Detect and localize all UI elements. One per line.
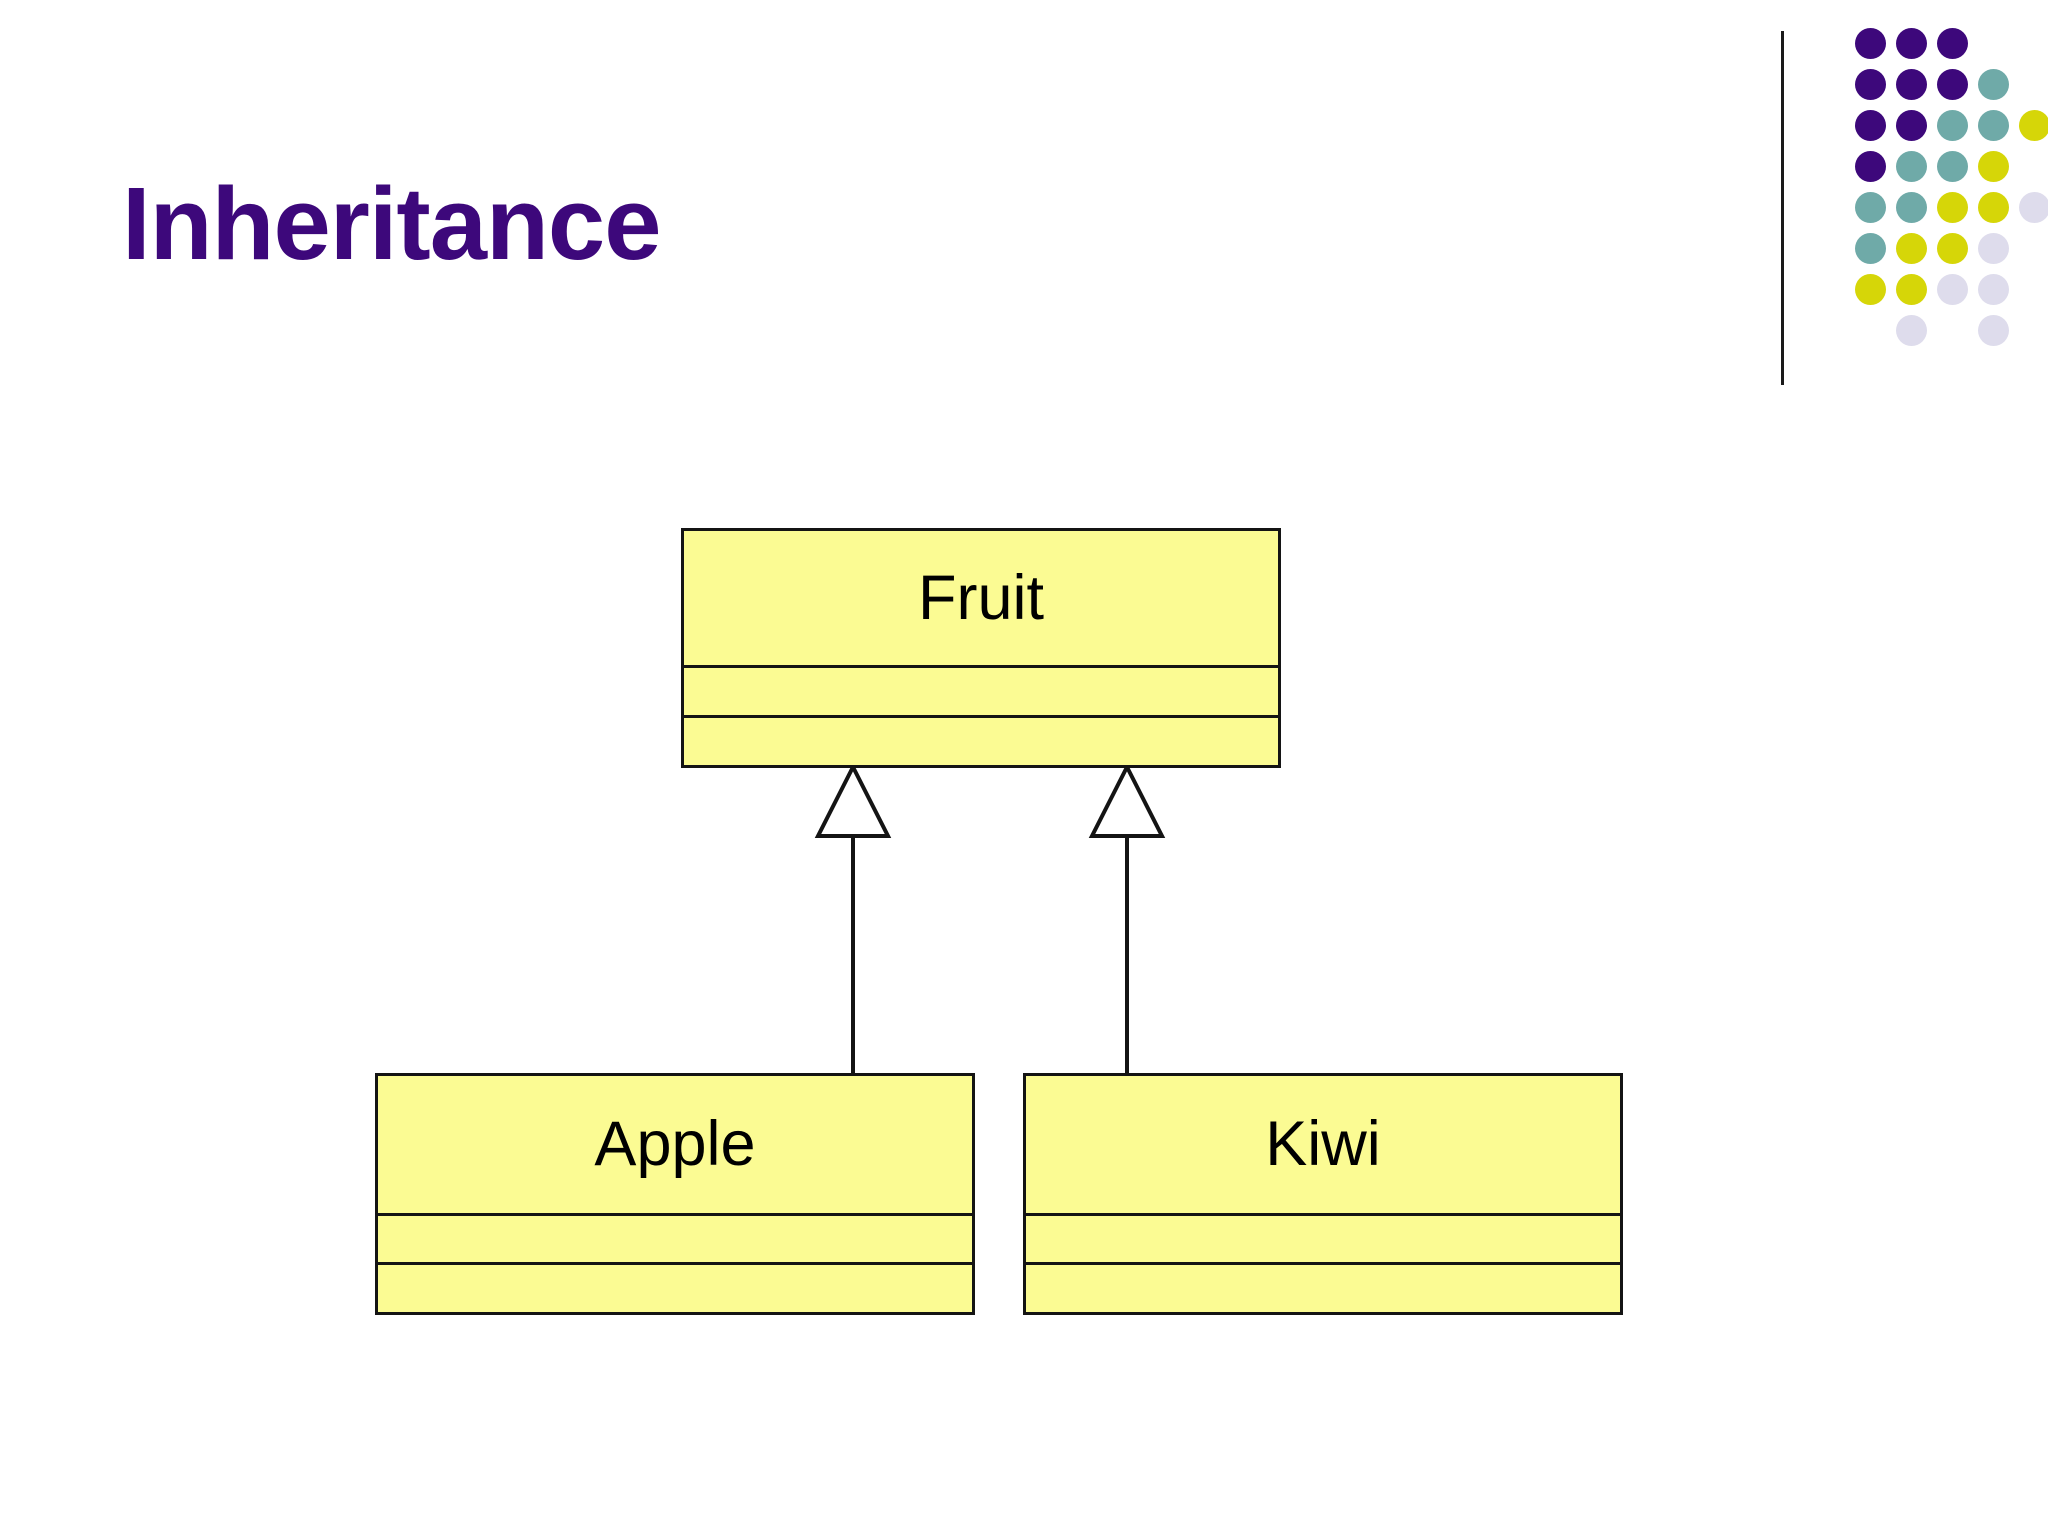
uml-name-compartment-fruit: Fruit bbox=[684, 531, 1278, 665]
logo-dot-teal bbox=[1855, 233, 1886, 264]
logo-dot-yellow bbox=[1855, 274, 1886, 305]
logo-dot-purple bbox=[1855, 69, 1886, 100]
generalization-edge-kiwi-fruit bbox=[1088, 762, 1166, 1073]
logo-dot-yellow bbox=[1978, 151, 2009, 182]
logo-dot-lavender bbox=[1978, 274, 2009, 305]
logo-dot-purple bbox=[1937, 69, 1968, 100]
logo-dot-yellow bbox=[1978, 192, 2009, 223]
logo-dot-lavender bbox=[2019, 192, 2048, 223]
logo-dot-lavender bbox=[1978, 315, 2009, 346]
logo-dot-purple bbox=[1896, 110, 1927, 141]
uml-operations-compartment-apple bbox=[378, 1262, 972, 1312]
logo-dot-teal bbox=[1937, 110, 1968, 141]
logo-dot-teal bbox=[1855, 192, 1886, 223]
logo-dot-purple bbox=[1855, 151, 1886, 182]
logo-dot-lavender bbox=[1896, 315, 1927, 346]
uml-name-compartment-apple: Apple bbox=[378, 1076, 972, 1213]
uml-attributes-compartment-apple bbox=[378, 1213, 972, 1262]
logo-divider-line bbox=[1781, 31, 1784, 385]
logo-dot-yellow bbox=[1937, 233, 1968, 264]
logo-dot-lavender bbox=[1978, 233, 2009, 264]
uml-attributes-compartment-kiwi bbox=[1026, 1213, 1620, 1262]
uml-class-kiwi[interactable]: Kiwi bbox=[1023, 1073, 1623, 1315]
logo-dot-yellow bbox=[2019, 110, 2048, 141]
generalization-edge-apple-fruit bbox=[814, 762, 892, 1073]
logo-dot-teal bbox=[1896, 192, 1927, 223]
uml-attributes-compartment-fruit bbox=[684, 665, 1278, 715]
logo-dot-teal bbox=[1896, 151, 1927, 182]
uml-class-name-kiwi: Kiwi bbox=[1265, 1109, 1381, 1179]
logo-dot-yellow bbox=[1896, 274, 1927, 305]
uml-operations-compartment-kiwi bbox=[1026, 1262, 1620, 1312]
dot-grid-logo bbox=[1855, 28, 2048, 358]
generalization-triangle-apple bbox=[814, 762, 892, 838]
logo-dot-yellow bbox=[1896, 233, 1927, 264]
page-title: Inheritance bbox=[122, 166, 662, 281]
logo-dot-purple bbox=[1896, 28, 1927, 59]
generalization-triangle-kiwi bbox=[1088, 762, 1166, 838]
logo-dot-purple bbox=[1855, 28, 1886, 59]
logo-dot-purple bbox=[1855, 110, 1886, 141]
logo-dot-lavender bbox=[1937, 274, 1968, 305]
logo-dot-purple bbox=[1896, 69, 1927, 100]
logo-dot-teal bbox=[1978, 69, 2009, 100]
logo-dot-yellow bbox=[1937, 192, 1968, 223]
uml-name-compartment-kiwi: Kiwi bbox=[1026, 1076, 1620, 1213]
uml-class-name-apple: Apple bbox=[594, 1109, 756, 1179]
uml-operations-compartment-fruit bbox=[684, 715, 1278, 765]
uml-class-apple[interactable]: Apple bbox=[375, 1073, 975, 1315]
logo-dot-teal bbox=[1978, 110, 2009, 141]
logo-dot-purple bbox=[1937, 28, 1968, 59]
uml-class-fruit[interactable]: Fruit bbox=[681, 528, 1281, 768]
logo-dot-teal bbox=[1937, 151, 1968, 182]
uml-class-name-fruit: Fruit bbox=[918, 562, 1044, 633]
